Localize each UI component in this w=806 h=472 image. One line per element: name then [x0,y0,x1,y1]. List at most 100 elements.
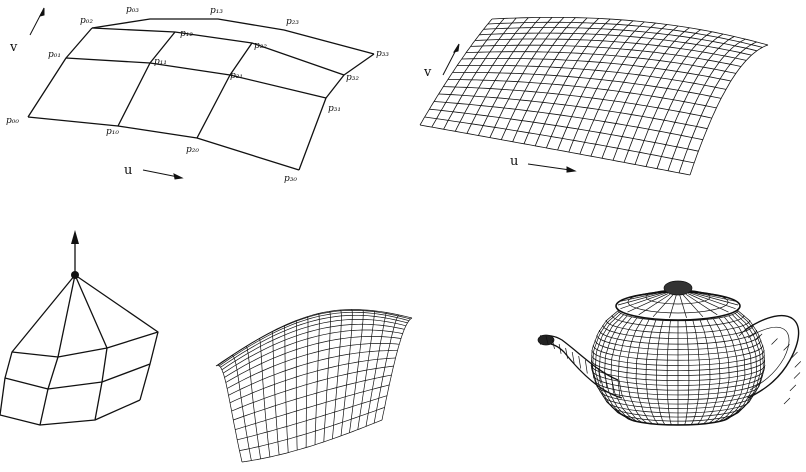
teapot-spout-rib [598,367,601,384]
mesh-d-v-line [381,317,413,421]
teapot-spout-rib [611,375,614,394]
mesh-d-u-line [235,384,390,430]
label-p02: p₀₂ [80,16,93,26]
mesh-d-u-line [221,318,406,371]
teapot-handle-rib [771,338,778,345]
label-p30: p₃₀ [284,174,297,184]
net-row-2 [91,27,345,76]
teapot-meridian [728,313,761,419]
control-point-dot [71,271,79,279]
mesh-b-v-line [478,17,553,136]
mesh-d-u-line [228,350,398,396]
mesh-d-u-line [224,329,403,378]
teapot-meridian [709,318,730,424]
teapot-meridian [599,314,630,420]
teapot-handle-rib [783,397,791,405]
teapot-meridian [656,320,666,425]
mesh-b-u-line [419,124,691,176]
teapot-spout-rib [584,359,588,374]
mesh-b-u-line [424,116,695,164]
mesh-d-u-line [218,311,410,367]
teapot-meridian [723,315,752,421]
mesh-b-v-line [689,44,769,176]
mesh-b-u-line [443,86,712,119]
bezier-surface-mesh [419,16,769,176]
teapot-lid-spoke [620,292,667,309]
mesh-d-v-line [258,338,271,458]
teapot-base [625,415,731,426]
teapot-lid-spoke [688,290,729,299]
net-col-0 [27,27,93,118]
mesh-b-v-line [454,17,529,132]
peak-col-3 [74,274,159,401]
control-net-panel [27,18,375,171]
teapot-spout-rib [604,371,608,389]
axis-label-v: v [9,40,18,55]
mesh-d-v-line [305,316,309,448]
teapot-handle-rib [789,384,797,392]
mesh-b-u-line [491,16,769,46]
label-p00: p₀₀ [6,116,19,126]
teapot-meridian [714,317,738,423]
teapot-handle-rib [793,372,801,379]
teapot-handle-rib [783,344,790,351]
mesh-d-u-line [215,309,413,367]
mesh-b-v-line [500,17,576,140]
label-p22: p₂₂ [254,41,267,51]
teapot-meridian [666,320,672,425]
teapot-meridian [726,314,757,420]
label-p01: p₀₁ [48,50,61,60]
label-p03: p₀₃ [126,5,139,15]
arrow-icon [29,7,184,180]
teapot-spout-rib [591,363,595,379]
peak-row-2 [11,331,159,358]
label-p31: p₃₁ [328,104,341,114]
teapot-spout-rib [558,343,562,354]
mesh-d-v-line [283,325,289,453]
net-col-1 [117,31,176,127]
teapot-spout-rib [565,347,568,359]
mesh-d-u-line [233,374,392,421]
teapot-lid-spoke [627,293,669,313]
teapot-meridian [703,319,721,424]
mesh-d-u-line [239,407,385,451]
label-p20: p₂₀ [186,145,199,155]
label-p11: p₁₁ [154,57,167,67]
mesh-b-v-line [590,24,668,157]
teapot-lid-spoke [689,290,736,302]
teapot-meridian [731,310,766,416]
mesh-d-v-line [215,365,243,463]
peak-col-2 [74,274,108,421]
teapot-lid-spoke [620,290,667,302]
teapot-lid-spoke [652,294,674,318]
teapot-wireframe [537,280,802,426]
teapot-meridian [626,318,647,424]
mesh-b-u-line [429,108,699,152]
mesh-d-u-line [225,336,402,383]
teapot-handle-rib [791,351,798,359]
mesh-b-u-line [433,101,703,141]
mesh-d-v-line [340,309,353,436]
mesh-d-u-line [223,323,405,374]
teapot-lid-spoke [689,291,739,306]
label-p21: p₂₁ [230,71,243,81]
teapot-meridian [690,320,700,425]
teapot-meridian [618,317,642,423]
mesh-b-v-line [489,17,565,138]
teapot-lid-spoke [685,293,718,316]
mesh-b-u-line [461,58,731,82]
teapot-meridian [719,316,746,422]
teapot-lid-spoke [689,292,736,309]
peak-row-1 [4,363,151,390]
mesh-b-u-line [479,32,752,56]
mesh-d-u-line [229,357,396,404]
mesh-b-v-line [579,22,656,155]
mesh-d-u-line [241,419,383,463]
mesh-b-v-line [601,25,679,159]
label-p12: p₁₂ [180,29,193,39]
mesh-d-u-line [237,395,388,441]
teapot-handle-rib [738,329,746,337]
peak-col-1 [39,274,76,426]
net-col-2 [196,42,253,139]
teapot-spout-rib [552,339,555,349]
